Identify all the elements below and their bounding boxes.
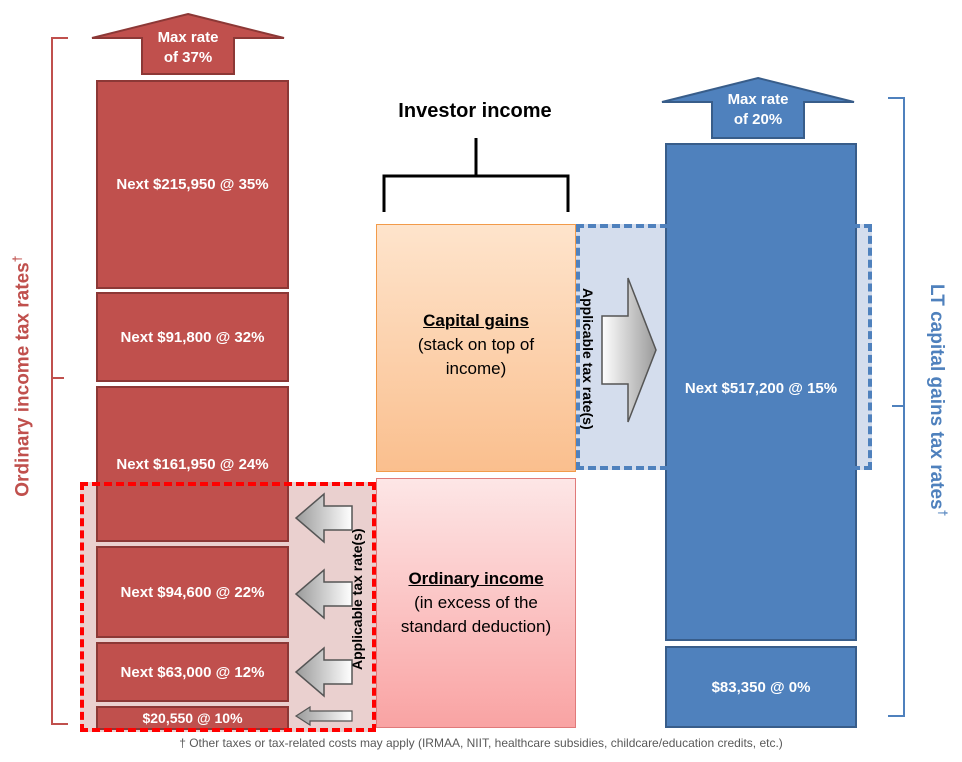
left-max-up-arrow [91,12,285,75]
left-max-text: Max rate of 37% [140,28,236,68]
cg-applicable-rate-label: Applicable tax rate(s) [580,288,596,430]
bracket-label: Next $215,950 @ 35% [116,176,269,193]
left-max-line2: of 37% [163,49,213,66]
investor-income-bracket [382,138,570,212]
right-max-text: Max rate of 20% [710,90,806,130]
bracket-label: Next $63,000 @ 12% [120,663,265,681]
ordinary-bracket-32: Next $91,800 @ 32% [96,292,289,382]
bracket-label: Next $161,950 @ 24% [116,455,269,473]
right-max-line2: of 20% [733,111,783,128]
right-max-up-arrow [661,76,855,139]
ordinary-income-title: Ordinary income [408,569,544,588]
ordinary-income-panel: Ordinary income (in excess of the standa… [376,478,576,728]
bracket-label: $83,350 @ 0% [711,678,811,696]
ordinary-income-axis-text: Ordinary income tax rates [13,262,35,497]
cg-dashed-outline [576,224,872,470]
left-arrow-icon-10 [294,706,353,726]
right-max-line1: Max rate [727,91,789,108]
cg-bracket-0: $83,350 @ 0% [665,646,857,728]
ordinary-bracket-22: Next $94,600 @ 22% [96,546,289,638]
capital-gains-panel: Capital gains (stack on top of income) [376,224,576,472]
left-bracket [51,37,68,725]
ordinary-bracket-35: Next $215,950 @ 35% [96,80,289,289]
bracket-label: $20,550 @ 10% [142,710,243,726]
investor-income-title: Investor income [398,100,552,122]
left-arrow-icon-12 [294,646,353,698]
dagger-mark: † [935,509,950,517]
capital-gains-sub1: (stack on top of [417,335,535,354]
left-max-line1: Max rate [157,29,219,46]
ordinary-bracket-10: $20,550 @ 10% [96,706,289,730]
ordinary-applicable-rate-label: Applicable tax rate(s) [349,528,365,670]
ordinary-income-axis-label: Ordinary income tax rates† [6,236,40,516]
capital-gains-sub2: income) [445,359,507,378]
ordinary-income-sub2: standard deduction) [400,617,552,636]
cg-axis-label: LT capital gains tax rates† [920,260,954,540]
ordinary-dashed-outline [80,482,376,732]
left-arrow-icon-22 [294,568,353,620]
dagger-mark: † [10,255,25,263]
bracket-label: Next $94,600 @ 22% [120,583,265,601]
right-arrow-icon [601,277,657,423]
right-bracket [888,97,905,717]
footnote: † Other taxes or tax-related costs may a… [179,736,783,750]
cg-axis-text: LT capital gains tax rates [925,283,947,510]
left-arrow-icon-24 [294,492,353,544]
ordinary-income-sub1: (in excess of the [414,593,538,612]
bracket-label: Next $517,200 @ 15% [684,379,838,397]
bracket-label: Next $91,800 @ 32% [120,328,265,346]
ordinary-bracket-12: Next $63,000 @ 12% [96,642,289,702]
capital-gains-title: Capital gains [423,311,529,330]
ordinary-bracket-24: Next $161,950 @ 24% [96,386,289,542]
